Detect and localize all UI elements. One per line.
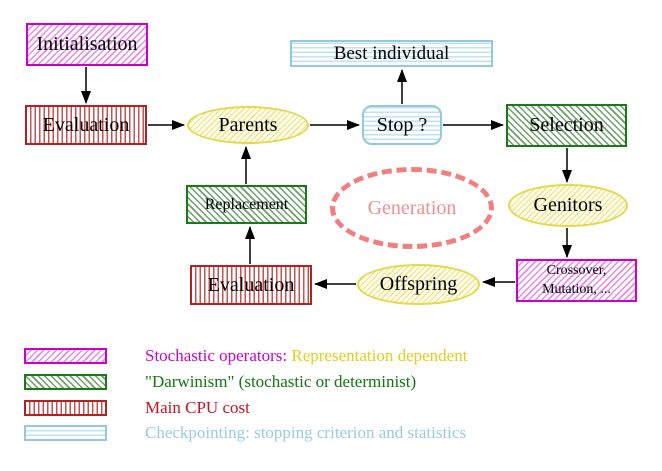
node-best-individual: Best individual bbox=[290, 40, 493, 67]
legend-label-representation: Representation dependent bbox=[291, 346, 468, 365]
legend-swatch-magenta-hatch bbox=[24, 348, 107, 364]
legend-row-stochastic: Stochastic operators: Representation dep… bbox=[24, 346, 467, 366]
node-initialisation: Initialisation bbox=[26, 23, 148, 66]
legend-label-darwinism: "Darwinism" (stochastic or determinist) bbox=[145, 372, 417, 391]
legend-row-cpu-cost: Main CPU cost bbox=[24, 398, 250, 418]
node-crossover-mutation: Crossover, Mutation, ... bbox=[516, 259, 637, 302]
generation-loop-annotation: Generation bbox=[330, 167, 494, 249]
node-evaluation-top: Evaluation bbox=[25, 105, 147, 145]
legend-swatch-green-hatch bbox=[24, 374, 107, 390]
legend-label-cpu-cost: Main CPU cost bbox=[145, 398, 250, 417]
legend-label-checkpointing: Checkpointing: stopping criterion and st… bbox=[145, 423, 467, 442]
node-evaluation-bottom: Evaluation bbox=[190, 265, 312, 305]
legend-row-darwinism: "Darwinism" (stochastic or determinist) bbox=[24, 372, 416, 392]
legend-swatch-red-stripes bbox=[24, 400, 107, 416]
legend-swatch-cyan-stripes bbox=[24, 425, 107, 441]
legend-label-stochastic: Stochastic operators: Representation dep… bbox=[145, 346, 467, 366]
legend-row-checkpointing: Checkpointing: stopping criterion and st… bbox=[24, 423, 466, 443]
node-stop: Stop ? bbox=[362, 105, 442, 145]
legend-label-stochastic-main: Stochastic operators: bbox=[145, 346, 288, 365]
crossover-line1: Crossover, bbox=[546, 262, 607, 278]
crossover-line2: Mutation, ... bbox=[542, 281, 611, 297]
node-parents: Parents bbox=[187, 106, 309, 144]
node-genitors: Genitors bbox=[508, 184, 628, 227]
node-replacement: Replacement bbox=[186, 185, 307, 224]
node-selection: Selection bbox=[506, 104, 627, 147]
node-offspring: Offspring bbox=[357, 264, 480, 305]
